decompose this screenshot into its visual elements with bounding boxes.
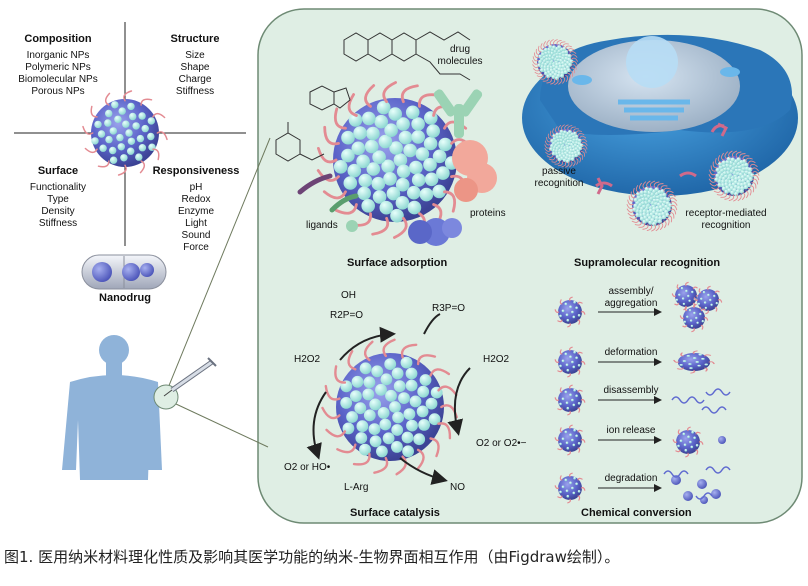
- supramolecular-recognition-title: Supramolecular recognition: [574, 257, 721, 269]
- surface-item: Functionality: [29, 182, 87, 193]
- zoom-line-lower: [175, 403, 269, 448]
- no-label: NO: [450, 482, 465, 493]
- conversion-row-label: assembly/ aggregation: [604, 286, 658, 309]
- responsiveness-item: Light: [185, 218, 207, 229]
- nanoparticle-icon: [554, 424, 586, 456]
- injection-site-highlight: [153, 384, 179, 410]
- o2-o2-label: O2 or O2•−: [476, 438, 527, 449]
- r2po-label: R2P=O: [330, 310, 364, 321]
- drug-molecule-purine-icon: [309, 85, 351, 111]
- nanoparticle-icon: [693, 285, 723, 315]
- composition-title: Composition: [24, 33, 92, 45]
- drug-molecules-label: drug molecules: [437, 44, 483, 67]
- ligands-label: ligands: [306, 220, 338, 231]
- structure-item: Charge: [178, 74, 212, 85]
- responsiveness-item: Force: [183, 242, 209, 253]
- nanoparticle-icon: [679, 303, 709, 333]
- nanoparticle-icon: [554, 472, 586, 504]
- larg-label: L-Arg: [344, 482, 369, 493]
- syringe-icon: [163, 357, 217, 397]
- responsiveness-item: Sound: [181, 230, 211, 241]
- nanodrug-label: Nanodrug: [99, 292, 151, 304]
- responsiveness-item: Enzyme: [177, 206, 215, 217]
- fragment-dot: [683, 491, 693, 501]
- nanoparticle-icon: [554, 384, 586, 416]
- figure-caption: 图1. 医用纳米材料理化性质及影响其医学功能的纳米-生物界面相互作用（由Figd…: [4, 548, 620, 566]
- nanoparticle-icon: [532, 39, 578, 85]
- structure-item: Shape: [180, 62, 210, 73]
- oh-label: OH: [341, 290, 356, 301]
- drug-molecule-anthraquinone-icon: [343, 31, 471, 81]
- capsule-icon: [81, 254, 167, 290]
- nanoparticle-icon: [82, 90, 168, 176]
- conversion-row-label: disassembly: [603, 385, 659, 396]
- nanoparticle-icon: [673, 350, 715, 374]
- surface-adsorption-title: Surface adsorption: [347, 257, 448, 269]
- composition-item: Inorganic NPs: [26, 50, 90, 61]
- conversion-row-label: deformation: [604, 347, 658, 358]
- human-body-icon: [62, 335, 162, 480]
- conversion-row-label: ion release: [606, 425, 656, 436]
- nanoparticle-icon: [672, 426, 704, 458]
- h2o2-right-label: H2O2: [483, 354, 510, 365]
- chemical-conversion-title: Chemical conversion: [581, 507, 692, 519]
- conversion-row-label: degradation: [604, 473, 658, 484]
- proteins-label: proteins: [470, 208, 506, 219]
- fragment-dot: [697, 479, 707, 489]
- nanoparticle-icon: [554, 346, 586, 378]
- fragment-dot: [711, 489, 721, 499]
- h2o2-left-label: H2O2: [294, 354, 321, 365]
- catalysis-arrows: [306, 313, 471, 485]
- responsiveness-title: Responsiveness: [152, 165, 240, 177]
- surface-catalysis-title: Surface catalysis: [350, 507, 440, 519]
- protein-blob-icon: [408, 140, 497, 246]
- r3po-label: R3P=O: [432, 303, 466, 314]
- zoom-line-upper: [167, 137, 271, 389]
- nanoparticle-icon: [671, 281, 701, 311]
- responsiveness-item: Redox: [181, 194, 211, 205]
- composition-item: Porous NPs: [31, 86, 85, 97]
- nanoparticle-icon: [554, 296, 586, 328]
- structure-title: Structure: [170, 33, 220, 45]
- conversion-results: [671, 281, 726, 504]
- o2-ho-label: O2 or HO•: [284, 462, 331, 473]
- nanoparticle-icon: [708, 150, 760, 202]
- composition-item: Polymeric NPs: [25, 62, 91, 73]
- ion-dot: [718, 436, 726, 444]
- receptor-recognition-label: receptor-mediated recognition: [685, 208, 767, 231]
- conversion-arrows: [598, 308, 662, 492]
- fragment-dot: [671, 475, 681, 485]
- surface-title: Surface: [37, 165, 79, 177]
- disassembly-chains: [663, 388, 731, 500]
- nanoparticle-icon: [544, 124, 588, 168]
- passive-recognition-label: passive recognition: [534, 166, 584, 189]
- structure-item: Size: [185, 50, 205, 61]
- drug-molecule-aspirin-icon: [275, 122, 325, 162]
- surface-item: Density: [41, 206, 75, 217]
- antibody-icon: [433, 89, 483, 138]
- surface-item: Type: [47, 194, 69, 205]
- surface-item: Stiffness: [38, 218, 78, 229]
- conversion-sources: [554, 296, 586, 504]
- nanoparticle-icon: [626, 180, 678, 232]
- ligand-chain-icon: [297, 173, 359, 232]
- composition-item: Biomolecular NPs: [18, 74, 98, 85]
- responsiveness-item: pH: [189, 182, 203, 193]
- structure-item: Stiffness: [175, 86, 215, 97]
